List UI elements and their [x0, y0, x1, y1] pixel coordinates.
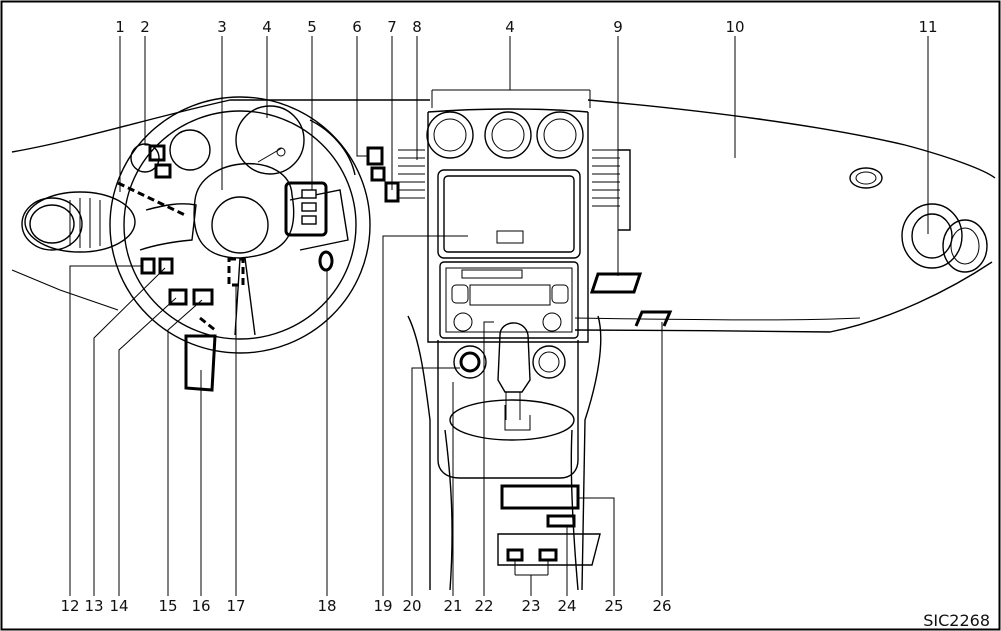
- callout-3: 3: [217, 18, 227, 36]
- steering-switches: [117, 144, 400, 287]
- callout-11: 11: [918, 18, 937, 36]
- right-air-vent: [849, 167, 988, 273]
- callout-26: 26: [652, 597, 671, 615]
- callout-8: 8: [412, 18, 422, 36]
- callout-22: 22: [474, 597, 493, 615]
- dashboard-outline: [11, 99, 996, 333]
- callout-20: 20: [402, 597, 421, 615]
- callout-12: 12: [60, 597, 79, 615]
- instrument-cluster: [130, 105, 356, 176]
- passenger-side-items: [589, 272, 673, 327]
- callout-5: 5: [307, 18, 317, 36]
- callout-2: 2: [140, 18, 150, 36]
- callout-17: 17: [226, 597, 245, 615]
- callout-7: 7: [387, 18, 397, 36]
- callout-21: 21: [443, 597, 462, 615]
- callout-24: 24: [557, 597, 576, 615]
- callout-18: 18: [317, 597, 336, 615]
- callout-10: 10: [725, 18, 744, 36]
- center-console: [407, 315, 602, 591]
- callout-6: 6: [352, 18, 362, 36]
- callout-1: 1: [115, 18, 125, 36]
- callout-labels: 1 2 3 4 5 6 7 8 4 9 10 11 12 13 14 15 16…: [60, 18, 990, 630]
- leader-lines: [69, 36, 929, 596]
- callout-25: 25: [604, 597, 623, 615]
- left-air-vent: [21, 191, 136, 253]
- lower-left-switches: [140, 257, 217, 392]
- callout-4-left: 4: [262, 18, 272, 36]
- callout-4-right: 4: [505, 18, 515, 36]
- callout-9: 9: [613, 18, 623, 36]
- figure-code: SIC2268: [923, 611, 990, 630]
- callout-13: 13: [84, 597, 103, 615]
- callout-19: 19: [373, 597, 392, 615]
- callout-16: 16: [191, 597, 210, 615]
- center-stack: [398, 108, 631, 343]
- callout-15: 15: [158, 597, 177, 615]
- callout-23: 23: [521, 597, 540, 615]
- callout-14: 14: [109, 597, 128, 615]
